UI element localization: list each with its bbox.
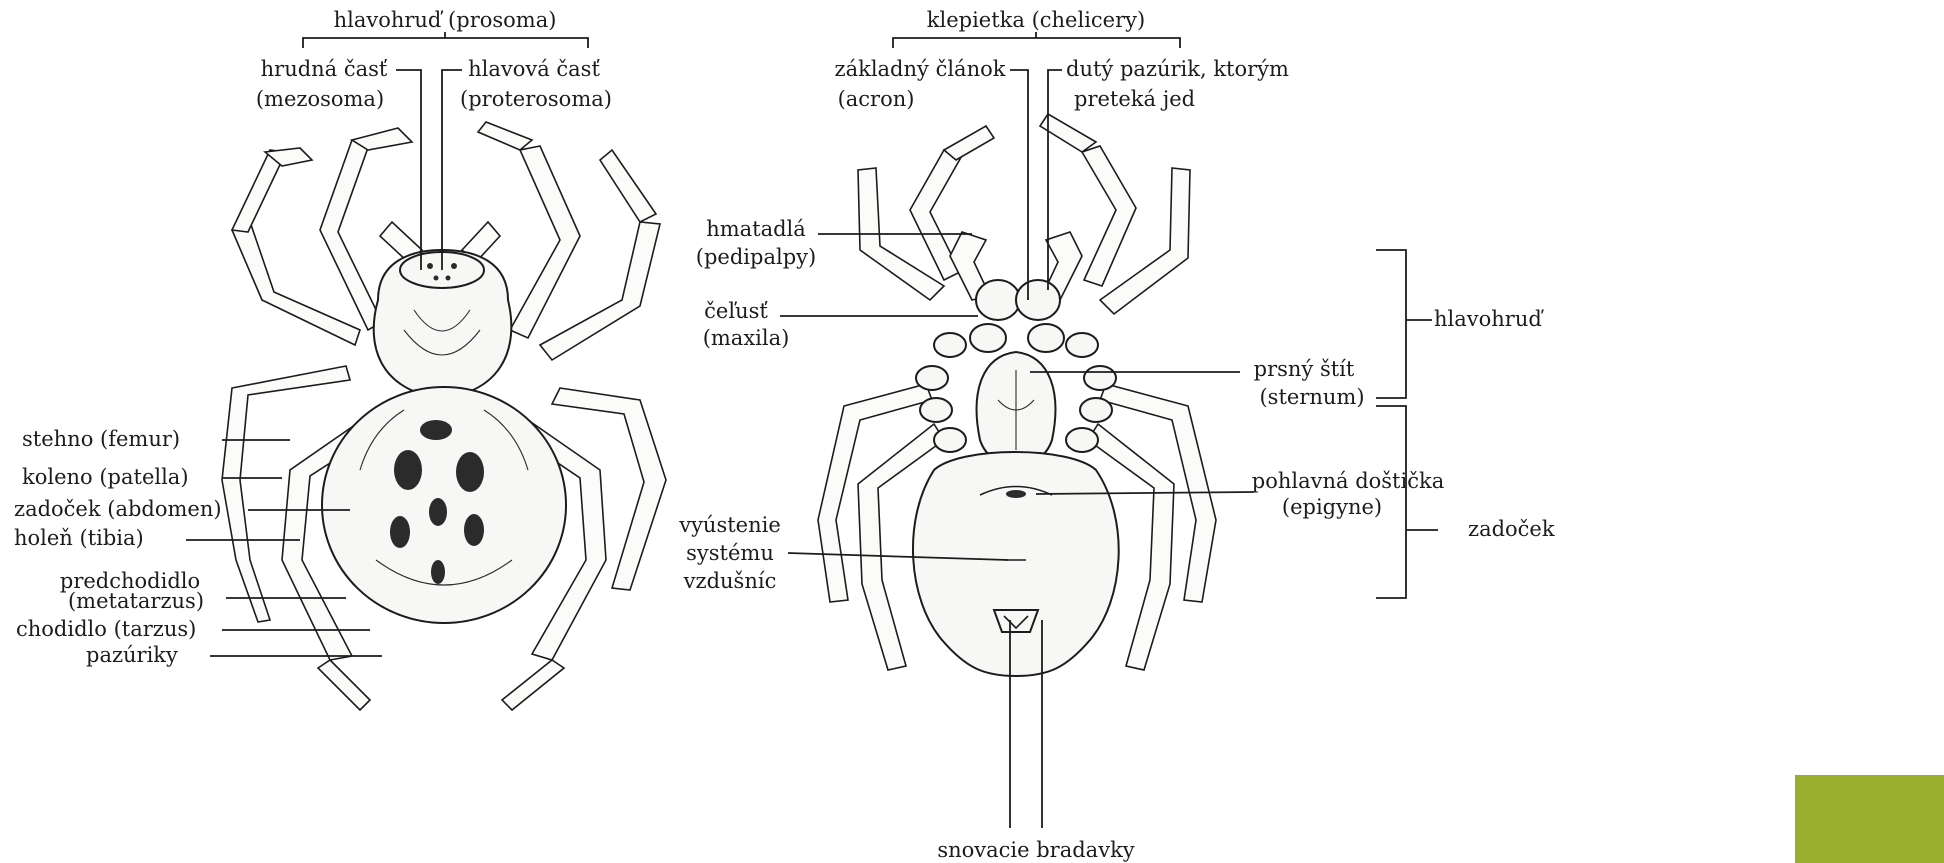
maxilla-left (970, 324, 1006, 352)
label-hrudna-cast: hrudná časť (261, 57, 388, 81)
label-pedipalpy: (pedipalpy) (696, 245, 816, 269)
label-acron: (acron) (838, 87, 915, 111)
label-klepietka: klepietka (chelicery) (927, 8, 1145, 32)
label-zadocek-abdomen: zadoček (abdomen) (14, 497, 222, 521)
label-metatarzus: (metatarzus) (68, 589, 204, 613)
label-koleno: koleno (patella) (22, 465, 189, 489)
brace-zadocek (1376, 406, 1438, 598)
dorsal-top-bracket (303, 32, 588, 48)
label-duty-pazurik: dutý pazúrik, ktorým (1066, 57, 1289, 81)
brace-hlavohrud (1376, 250, 1432, 398)
label-sternum: (sternum) (1259, 385, 1364, 409)
label-preteka-jed: preteká jed (1074, 87, 1195, 111)
label-mezosoma: (mezosoma) (256, 87, 384, 111)
label-brace-zadocek: zadoček (1468, 517, 1555, 541)
label-maxila: (maxila) (703, 326, 790, 350)
label-pazuriky: pazúriky (86, 643, 178, 667)
chelicera-right (1016, 280, 1060, 320)
label-proterosoma: (proterosoma) (460, 87, 612, 111)
label-chodidlo: chodidlo (tarzus) (16, 617, 196, 641)
label-hmatadla: hmatadlá (706, 217, 806, 241)
label-celust: čeľusť (704, 299, 768, 323)
label-snovacie-bradavky: snovacie bradavky (937, 838, 1134, 862)
label-zakladny-clanok: základný článok (835, 57, 1006, 81)
label-epigyne: (epigyne) (1282, 495, 1382, 519)
maxilla-right (1028, 324, 1064, 352)
label-hlavohrud-prosoma: hlavohruď (prosoma) (334, 8, 557, 32)
label-brace-hlavohrud: hlavohruď (1434, 307, 1544, 331)
label-systemu: systému (686, 541, 774, 565)
label-stehno: stehno (femur) (22, 427, 180, 451)
label-pohlavna-dosticka: pohlavná doštička (1252, 469, 1444, 493)
label-hlavova-cast: hlavová časť (468, 57, 600, 81)
label-vyustenie: vyústenie (678, 513, 781, 537)
label-vzdusnic: vzdušníc (683, 569, 777, 593)
ventral-spider (818, 114, 1216, 676)
ventral-abdomen (913, 452, 1119, 676)
ventral-top-bracket (893, 32, 1180, 48)
corner-accent-box (1795, 775, 1944, 863)
label-prsny-stit: prsný štít (1254, 357, 1355, 381)
label-holen: holeň (tibia) (14, 526, 144, 550)
ventral-top-leaders (1010, 70, 1062, 300)
chelicera-left (976, 280, 1020, 320)
dorsal-spider (222, 122, 666, 710)
